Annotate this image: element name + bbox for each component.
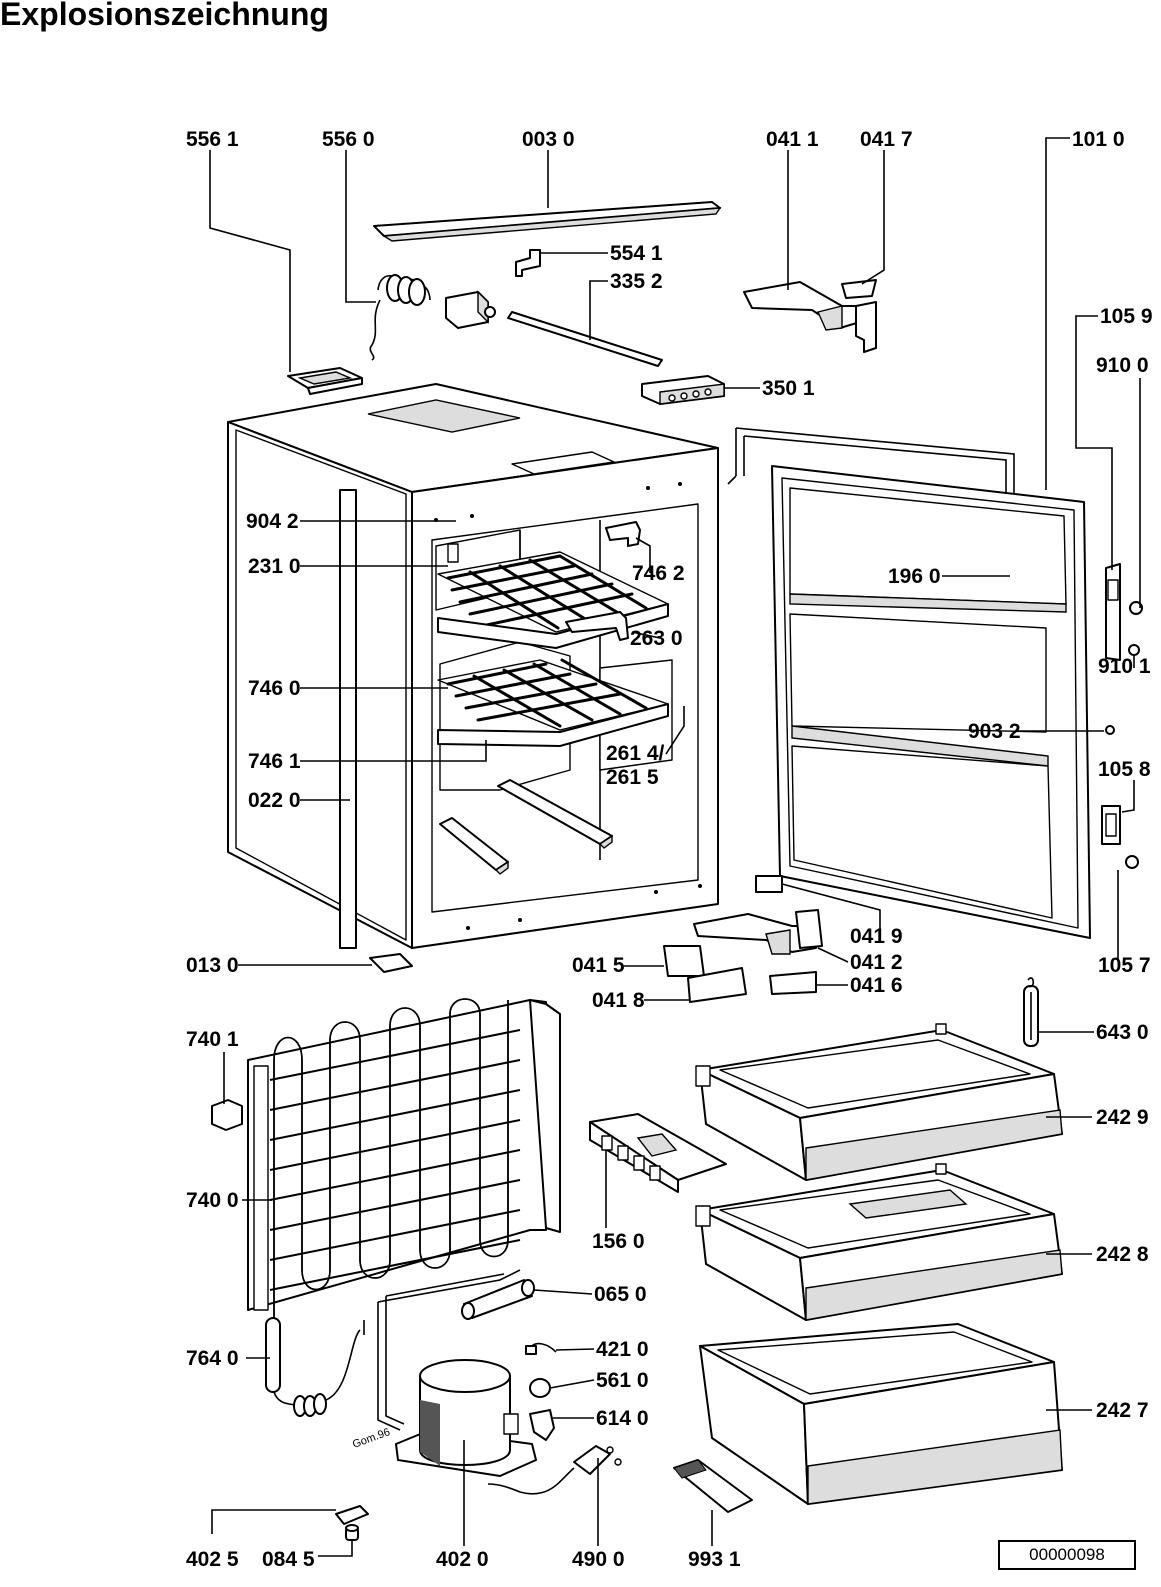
label-196-0: 196 0 <box>888 565 941 588</box>
cabinet-body-part <box>227 383 719 949</box>
label-041-1: 041 1 <box>766 128 819 151</box>
drawer-bottom-part <box>699 1323 1063 1505</box>
shelf-bracket-part <box>605 521 641 547</box>
page-title: Explosionszeichnung <box>0 0 329 32</box>
ice-cube-tray-part <box>589 1113 727 1193</box>
label-003-0: 003 0 <box>522 128 575 151</box>
door-part <box>771 465 1091 939</box>
label-614-0: 614 0 <box>596 1407 649 1430</box>
label-084-5: 084 5 <box>262 1548 315 1571</box>
label-335-2: 335 2 <box>610 270 663 293</box>
thermometer-part <box>1023 977 1039 1047</box>
upper-wire-shelf-part <box>437 543 669 649</box>
thermostat-part <box>369 274 496 361</box>
label-746-2: 746 2 <box>632 562 685 585</box>
bracket-part <box>515 249 541 277</box>
filter-dryer-part <box>265 1317 365 1417</box>
label-556-0: 556 0 <box>322 128 375 151</box>
ice-scraper-part <box>673 1459 753 1513</box>
label-105-7: 105 7 <box>1098 954 1151 977</box>
decor-strip-part <box>339 489 357 949</box>
label-910-1: 910 1 <box>1098 655 1151 678</box>
label-242-9: 242 9 <box>1096 1106 1149 1129</box>
tubing-part <box>377 1269 521 1431</box>
lower-wire-shelf-part <box>437 658 669 747</box>
document-number-box: 00000098 <box>998 1540 1136 1570</box>
label-746-0: 746 0 <box>248 677 301 700</box>
label-105-9: 105 9 <box>1100 305 1153 328</box>
label-013-0: 013 0 <box>186 954 239 977</box>
clamp-part <box>335 1505 369 1525</box>
power-cord-part <box>487 1445 622 1495</box>
label-242-7: 242 7 <box>1096 1399 1149 1422</box>
label-993-1: 993 1 <box>688 1548 741 1571</box>
lamp-cover-part <box>287 367 363 395</box>
part-labels: 556 1 556 0 003 0 041 1 041 7 101 0 554 … <box>186 128 1153 1571</box>
label-764-0: 764 0 <box>186 1347 239 1370</box>
condenser-part <box>247 998 561 1320</box>
upper-hinge-part <box>743 279 877 353</box>
label-421-0: 421 0 <box>596 1338 649 1361</box>
label-022-0: 022 0 <box>248 789 301 812</box>
label-261-5: 261 5 <box>606 766 659 789</box>
label-231-0: 231 0 <box>248 555 301 578</box>
guide-rail-part <box>565 611 629 641</box>
label-242-8: 242 8 <box>1096 1243 1149 1266</box>
top-rail-part <box>373 201 722 242</box>
label-643-0: 643 0 <box>1096 1021 1149 1044</box>
label-101-0: 101 0 <box>1072 128 1125 151</box>
insulation-tube-part <box>461 1279 535 1320</box>
door-gasket-part <box>727 427 1015 702</box>
foot-plate-part <box>369 953 413 973</box>
label-156-0: 156 0 <box>592 1230 645 1253</box>
door-hinge-right-part <box>1101 563 1143 869</box>
label-065-0: 065 0 <box>594 1283 647 1306</box>
control-panel-part <box>641 375 725 405</box>
label-490-0: 490 0 <box>572 1548 625 1571</box>
label-402-5: 402 5 <box>186 1548 239 1571</box>
label-903-2: 903 2 <box>968 720 1021 743</box>
label-350-1: 350 1 <box>762 377 815 400</box>
label-105-8: 105 8 <box>1098 758 1151 781</box>
label-041-2: 041 2 <box>850 951 903 974</box>
leader-lines <box>209 137 1141 1557</box>
label-561-0: 561 0 <box>596 1369 649 1392</box>
compressor-part <box>395 1359 537 1477</box>
label-556-1: 556 1 <box>186 128 239 151</box>
lower-hinge-part <box>663 875 823 1003</box>
label-746-1: 746 1 <box>248 750 301 773</box>
label-041-7: 041 7 <box>860 128 913 151</box>
grommet-part <box>345 1524 359 1541</box>
label-740-0: 740 0 <box>186 1189 239 1212</box>
label-261-4: 261 4/ <box>606 742 665 765</box>
label-554-1: 554 1 <box>610 242 663 265</box>
drawer-top-part <box>695 1023 1063 1181</box>
label-402-0: 402 0 <box>436 1548 489 1571</box>
label-041-8: 041 8 <box>592 989 645 1012</box>
label-041-9: 041 9 <box>850 925 903 948</box>
label-904-2: 904 2 <box>246 510 299 533</box>
starter-parts <box>525 1342 557 1441</box>
label-740-1: 740 1 <box>186 1028 239 1051</box>
label-263-0: 263 0 <box>630 627 683 650</box>
signature-mark: Gom.96 <box>351 1426 392 1451</box>
label-041-5: 041 5 <box>572 954 625 977</box>
label-910-0: 910 0 <box>1096 354 1149 377</box>
drawer-middle-part <box>695 1163 1063 1321</box>
label-041-6: 041 6 <box>850 974 903 997</box>
clip-part <box>211 1099 243 1131</box>
rod-part <box>507 311 663 367</box>
